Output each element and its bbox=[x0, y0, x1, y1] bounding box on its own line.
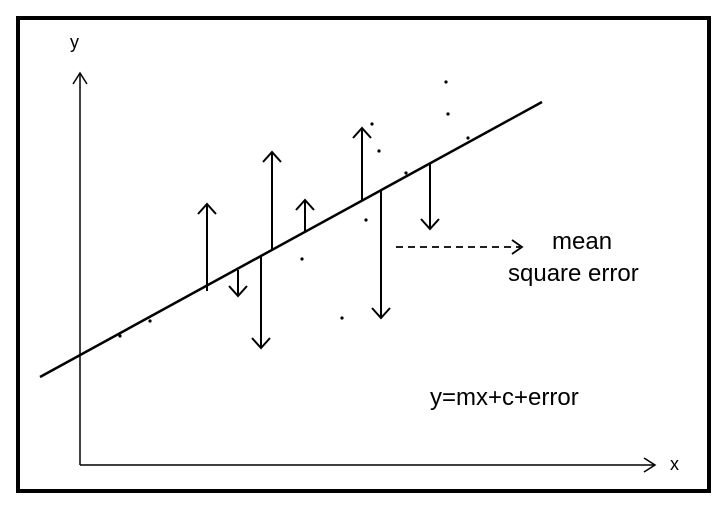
data-point bbox=[340, 316, 344, 320]
mse-label-line1: mean bbox=[552, 228, 612, 255]
residual-arrow-down bbox=[228, 270, 248, 298]
y-axis bbox=[72, 71, 88, 465]
data-point bbox=[148, 319, 152, 323]
data-point bbox=[377, 149, 381, 153]
residual-arrow-up bbox=[295, 198, 315, 232]
residual-arrow-up bbox=[352, 126, 372, 201]
residual-arrow-down bbox=[251, 256, 271, 350]
data-point bbox=[118, 334, 122, 338]
residual-arrows bbox=[197, 126, 440, 350]
residual-arrow-up bbox=[262, 150, 282, 250]
data-point bbox=[300, 257, 304, 261]
residual-arrow-down bbox=[371, 191, 391, 320]
data-point bbox=[404, 171, 408, 175]
mse-pointer-arrow bbox=[396, 239, 524, 255]
data-point bbox=[370, 122, 374, 126]
y-axis-label: y bbox=[70, 32, 79, 52]
regression-line bbox=[39, 100, 543, 379]
x-axis-label: x bbox=[670, 454, 679, 474]
data-point bbox=[444, 80, 448, 84]
equation-label: y=mx+c+error bbox=[430, 384, 579, 411]
y-axis-arrowhead bbox=[72, 71, 88, 85]
data-point bbox=[364, 218, 368, 222]
x-axis bbox=[80, 457, 657, 473]
mse-label-line2: square error bbox=[508, 260, 639, 287]
x-axis-arrowhead bbox=[643, 457, 657, 473]
residual-arrow-down bbox=[420, 164, 440, 231]
data-points bbox=[118, 80, 470, 338]
data-point bbox=[446, 112, 450, 116]
diagram-frame bbox=[16, 16, 711, 493]
residual-arrow-up bbox=[197, 202, 217, 291]
data-point bbox=[466, 136, 470, 140]
